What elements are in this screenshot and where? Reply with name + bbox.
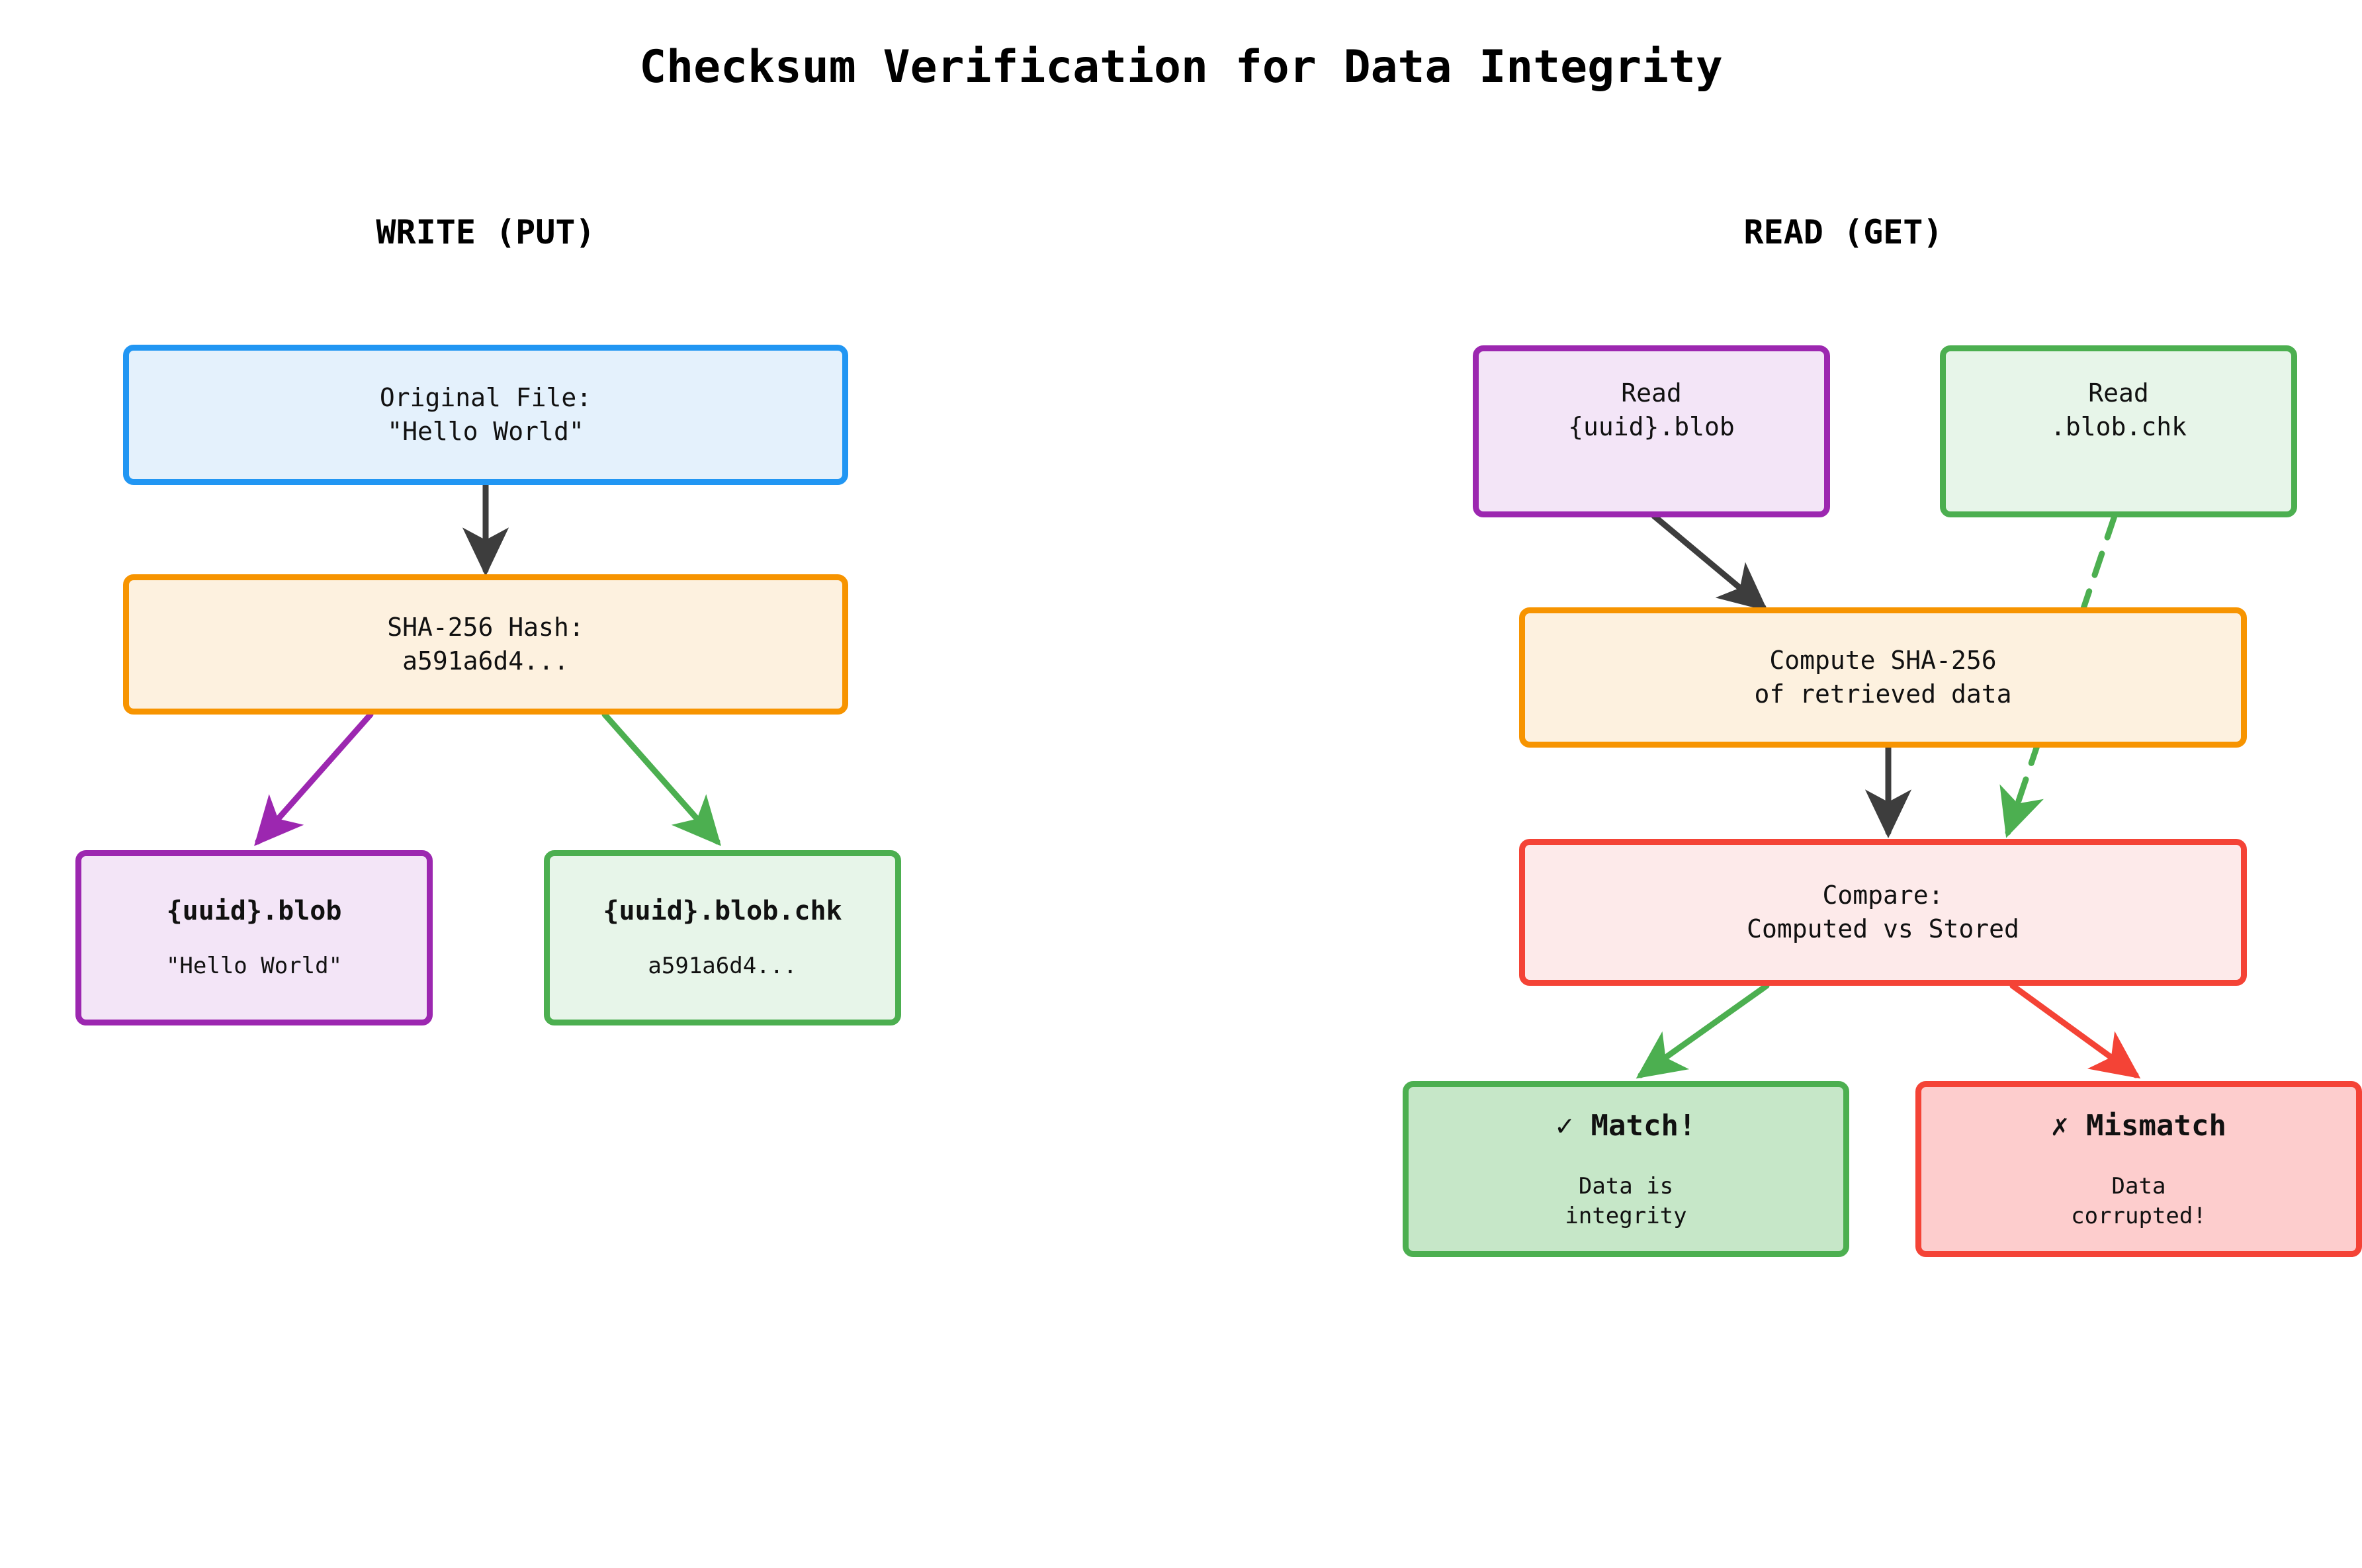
node-blob-file-sub: "Hello World" — [165, 953, 343, 980]
edge-hash-to-blob — [254, 711, 374, 846]
node-read-chk[interactable]: Read .blob.chk — [1940, 345, 2297, 517]
node-compute-sha-line2: of retrieved data — [1754, 679, 2012, 709]
node-original-file-line1: Original File: — [379, 383, 592, 413]
node-read-blob-line2: {uuid}.blob — [1568, 412, 1735, 441]
lane-label-read: READ (GET) — [1743, 213, 1943, 251]
node-compare-line2: Computed vs Stored — [1747, 914, 2019, 943]
node-sha-hash-line2: a591a6d4... — [402, 646, 569, 675]
edge-readblob-to-compute — [1651, 513, 1768, 611]
node-blob-file[interactable]: {uuid}.blob "Hello World" — [75, 850, 433, 1025]
node-chk-file-title: {uuid}.blob.chk — [603, 896, 842, 927]
node-chk-file-sub: a591a6d4... — [648, 953, 797, 980]
node-mismatch-result-title: ✗ Mismatch — [2051, 1108, 2226, 1143]
node-read-chk-line1: Read — [2088, 378, 2149, 408]
node-compare[interactable]: Compare: Computed vs Stored — [1519, 839, 2247, 986]
node-sha-hash[interactable]: SHA-256 Hash: a591a6d4... — [123, 574, 848, 715]
node-compare-line1: Compare: — [1822, 881, 1944, 910]
node-match-result-title: ✓ Match! — [1555, 1108, 1696, 1143]
node-original-file[interactable]: Original File: "Hello World" — [123, 345, 848, 485]
node-compute-sha-line1: Compute SHA-256 — [1769, 646, 1997, 675]
node-match-result-sub2: integrity — [1565, 1203, 1687, 1230]
edge-compare-to-match — [1636, 982, 1770, 1079]
edge-compare-to-mismatch — [2009, 982, 2141, 1079]
node-sha-hash-line1: SHA-256 Hash: — [387, 613, 584, 642]
node-blob-file-title: {uuid}.blob — [166, 896, 342, 927]
node-compute-sha[interactable]: Compute SHA-256 of retrieved data — [1519, 607, 2247, 748]
node-match-result[interactable]: ✓ Match! Data is integrity — [1403, 1081, 1849, 1257]
page-title: Checksum Verification for Data Integrity — [639, 41, 1723, 93]
node-match-result-sub1: Data is — [1578, 1173, 1674, 1200]
node-read-chk-line2: .blob.chk — [2050, 412, 2187, 441]
node-read-blob[interactable]: Read {uuid}.blob — [1473, 345, 1830, 517]
node-chk-file[interactable]: {uuid}.blob.chk a591a6d4... — [544, 850, 901, 1025]
node-read-blob-line1: Read — [1621, 378, 1682, 408]
edge-hash-to-chk — [601, 711, 721, 846]
lane-label-write: WRITE (PUT) — [376, 213, 595, 251]
node-original-file-line2: "Hello World" — [387, 417, 584, 446]
node-mismatch-result-sub1: Data — [2111, 1173, 2166, 1200]
node-mismatch-result-sub2: corrupted! — [2071, 1203, 2207, 1230]
node-mismatch-result[interactable]: ✗ Mismatch Data corrupted! — [1915, 1081, 2362, 1257]
